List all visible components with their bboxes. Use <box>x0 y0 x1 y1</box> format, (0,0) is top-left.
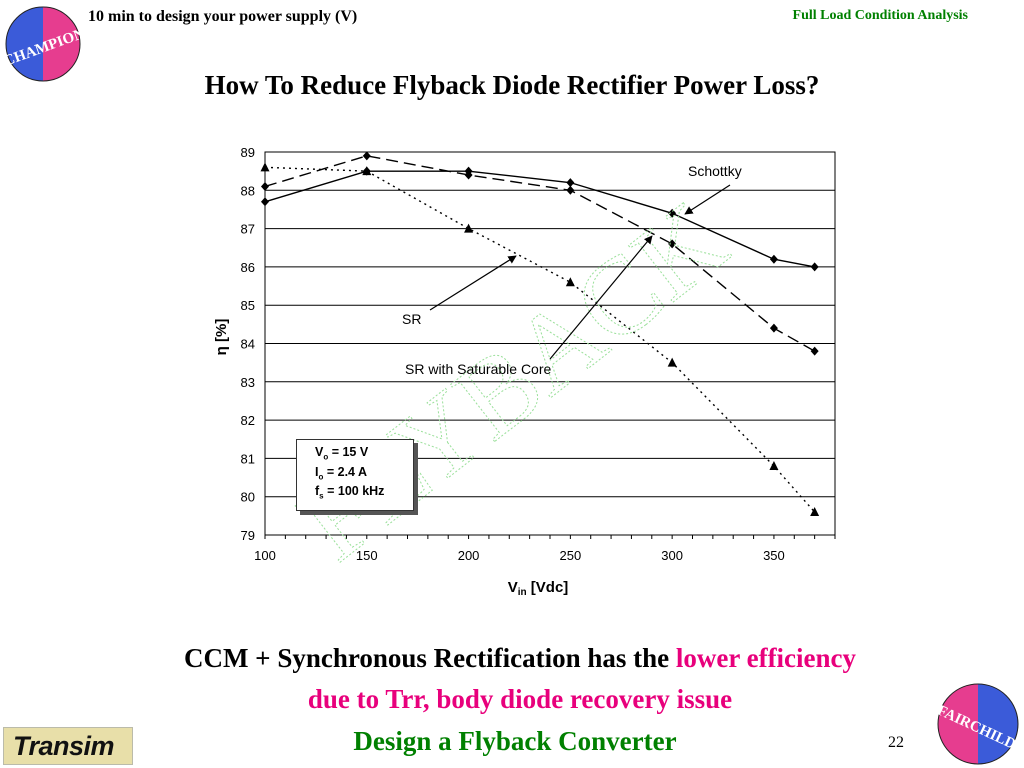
point-marker <box>810 262 819 272</box>
condition-vo: Vo = 15 V <box>315 445 369 462</box>
y-tick-label: 86 <box>241 260 255 275</box>
conditions-box: Vo = 15 V Io = 2.4 A fs = 100 kHz <box>296 439 414 511</box>
chart-markers <box>260 151 820 517</box>
x-tick-label: 150 <box>356 548 378 563</box>
y-tick-label: 79 <box>241 528 255 543</box>
y-tick-label: 81 <box>241 451 255 466</box>
caption-line2: due to Trr, body diode recovery issue <box>307 684 733 714</box>
y-tick-label: 88 <box>241 183 255 198</box>
x-axis-label: Vin [Vdc] <box>508 579 569 598</box>
x-tick-label: 300 <box>661 548 683 563</box>
point-marker <box>565 277 575 287</box>
y-tick-label: 84 <box>241 337 255 352</box>
annotation-label: SR <box>402 311 421 327</box>
fairchild-logo: FAIRCHILD <box>936 683 1019 765</box>
point-marker <box>810 346 819 356</box>
condition-io: Io = 2.4 A <box>315 464 368 482</box>
point-marker <box>362 151 371 161</box>
champion-logo: CHAMPION <box>4 6 82 82</box>
point-marker <box>769 254 778 264</box>
page-number: 22 <box>888 734 904 751</box>
point-marker <box>566 185 575 195</box>
point-marker <box>464 223 474 233</box>
x-tick-label: 250 <box>560 548 582 563</box>
x-tick-label: 100 <box>254 548 276 563</box>
annotation-arrow <box>549 235 653 360</box>
header-right: Full Load Condition Analysis <box>792 8 968 23</box>
x-tick-label: 200 <box>458 548 480 563</box>
point-marker <box>769 323 778 333</box>
annotation-label: Schottky <box>688 163 742 179</box>
y-tick-label: 85 <box>241 298 255 313</box>
efficiency-chart: 79 80 81 82 83 84 85 86 87 88 89 100 150 200 250 300 35… <box>213 145 836 598</box>
x-tick-label: 350 <box>763 548 785 563</box>
caption-line1: CCM + Synchronous Rectification has the … <box>183 643 857 673</box>
annotation-label: SR with Saturable Core <box>405 361 552 377</box>
point-marker <box>667 357 677 367</box>
annotation-arrow <box>429 255 517 311</box>
point-marker <box>261 181 269 191</box>
point-marker <box>566 178 575 188</box>
annotation-arrow <box>684 184 731 215</box>
caption-line3: Design a Flyback Converter <box>353 726 677 756</box>
point-marker <box>261 197 269 207</box>
y-axis-label: η [%] <box>213 319 230 356</box>
transim-logo-text: Transim <box>13 731 115 761</box>
point-marker <box>769 461 779 471</box>
y-tick-label: 80 <box>241 490 255 505</box>
y-tick-label: 89 <box>241 145 255 160</box>
y-tick-label: 83 <box>241 375 255 390</box>
point-marker <box>810 507 820 517</box>
transim-logo: Transim <box>3 727 133 765</box>
point-marker <box>668 239 677 249</box>
y-tick-labels: 79 80 81 82 83 84 85 86 87 88 89 <box>241 145 255 543</box>
point-marker <box>362 166 372 176</box>
point-marker <box>464 170 473 180</box>
x-tick-labels: 100 150 200 250 300 350 <box>254 548 785 563</box>
condition-fs: fs = 100 kHz <box>315 484 385 501</box>
point-marker <box>260 162 270 172</box>
header-left: 10 min to design your power supply (V) <box>88 8 358 25</box>
point-marker <box>668 208 677 218</box>
y-tick-label: 87 <box>241 222 255 237</box>
slide-title: How To Reduce Flyback Diode Rectifier Po… <box>204 70 820 100</box>
y-tick-label: 82 <box>241 413 255 428</box>
